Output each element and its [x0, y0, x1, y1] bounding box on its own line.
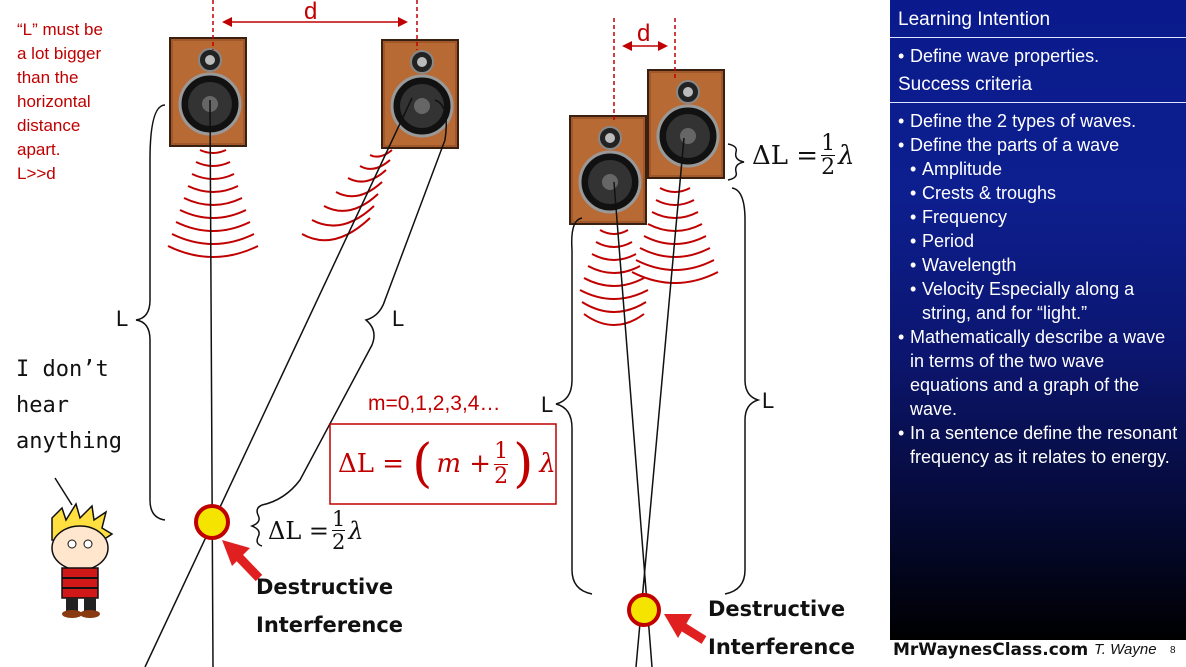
success-criteria-title: Success criteria	[890, 74, 1186, 103]
right-L-brace-1	[555, 217, 593, 595]
left-L-brace-1	[135, 104, 166, 521]
criteria-subitem: Velocity Especially along a string, and …	[898, 277, 1180, 325]
speech-text: I don’t hear anything	[16, 357, 122, 454]
right-L-label-1: L	[541, 392, 554, 417]
path-difference-formula: ΔL = ( m + 1 2 ) λ	[338, 434, 556, 494]
criteria-subitem: Frequency	[898, 205, 1180, 229]
right-delta-formula: ΔL = 1 2 λ	[752, 131, 855, 181]
m-values: m=0,1,2,3,4…	[368, 392, 501, 415]
left-interference-label: Destructive Interference	[256, 575, 404, 637]
right-interference-marker	[627, 593, 661, 627]
criteria-subitem: Crests & troughs	[898, 181, 1180, 205]
success-criteria-list: Define the 2 types of waves.Define the p…	[890, 103, 1186, 475]
criteria-subitem: Period	[898, 229, 1180, 253]
criteria-subitem: Amplitude	[898, 157, 1180, 181]
left-L-label-1: L	[116, 306, 129, 331]
left-interference-marker	[194, 504, 230, 540]
criteria-item: Define the 2 types of waves.	[898, 109, 1180, 133]
left-speaker-1	[168, 36, 248, 148]
learning-intention-title: Learning Intention	[890, 0, 1186, 38]
right-speaker-1	[568, 114, 648, 226]
learning-panel: Learning Intention Define wave propertie…	[890, 0, 1186, 640]
right-delta-brace	[727, 143, 745, 181]
page-number: 8	[1170, 645, 1176, 656]
right-interference-label: Destructive Interference	[708, 597, 856, 659]
formula-box	[329, 423, 557, 505]
left-L-label-2: L	[392, 306, 405, 331]
right-d-label: d	[637, 20, 651, 47]
left-d-label: d	[304, 0, 318, 25]
left-delta-brace	[249, 504, 263, 547]
learning-item: Define wave properties.	[898, 44, 1180, 68]
cartoon-kid	[51, 502, 114, 618]
right-path-line-2	[635, 137, 685, 667]
left-wave-arcs-2	[301, 149, 393, 242]
right-speaker-2	[646, 68, 726, 180]
learning-intention-list: Define wave properties.	[890, 38, 1186, 74]
right-L-label-2: L	[762, 388, 775, 413]
left-path-line-2	[144, 97, 413, 667]
left-note: “L” must be a lot bigger than the horizo…	[17, 20, 103, 183]
right-L-brace-2	[724, 187, 761, 595]
site-name: MrWaynesClass.com	[893, 640, 1089, 660]
left-wave-arcs-1	[167, 149, 259, 258]
criteria-subitem: Wavelength	[898, 253, 1180, 277]
right-path-line-1	[613, 181, 653, 667]
speech-pointer	[54, 477, 73, 506]
left-L-brace-2	[261, 99, 447, 506]
author: T. Wayne	[1094, 641, 1157, 658]
left-path-line-1	[209, 99, 214, 667]
diagram-canvas	[51, 0, 761, 667]
left-delta-formula: ΔL = 1 2 λ	[268, 507, 364, 555]
right-wave-arcs-1	[579, 229, 649, 326]
criteria-item: Mathematically describe a wave in terms …	[898, 325, 1180, 421]
criteria-item: In a sentence define the resonant freque…	[898, 421, 1180, 469]
criteria-item: Define the parts of a wave	[898, 133, 1180, 157]
